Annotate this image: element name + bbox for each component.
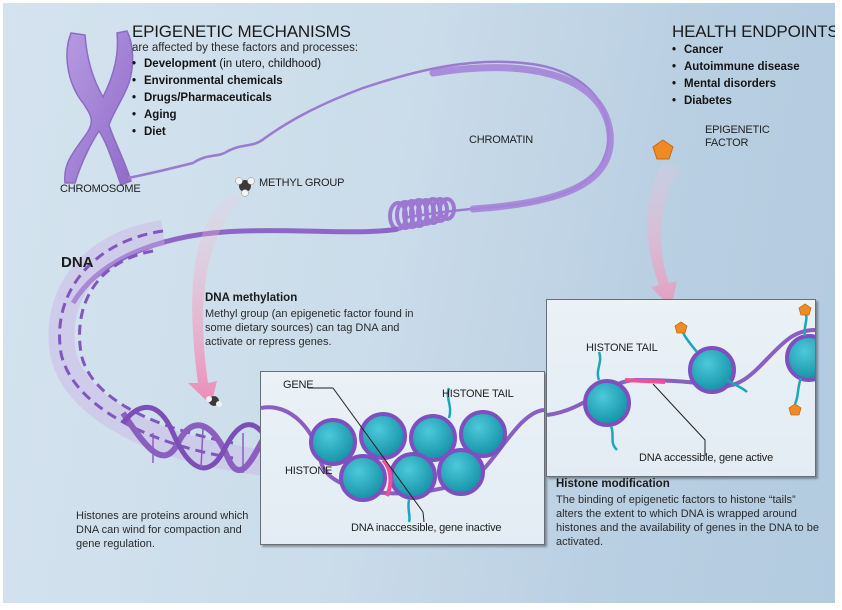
histone-tail-label-right: HISTONE TAIL (586, 342, 658, 354)
dna-label: DNA (61, 254, 94, 271)
methyl-group-on-dna-icon (206, 396, 222, 407)
epigenetic-factor-label-1: EPIGENETIC (705, 124, 770, 136)
histone-modification-text: The binding of epigenetic factors to his… (556, 494, 819, 548)
chromatin-label: CHROMATIN (469, 134, 533, 146)
nucleosome-chain (546, 303, 833, 456)
gene-active-label: DNA accessible, gene active (639, 452, 774, 464)
epigenetic-factor-label-2: FACTOR (705, 137, 749, 149)
mechanisms-subtitle: are affected by these factors and proces… (132, 42, 359, 54)
epigenetic-factor-arrow (647, 163, 681, 308)
gene-inactive-label: DNA inaccessible, gene inactive (351, 522, 502, 534)
chromosome-label: CHROMOSOME (60, 183, 141, 195)
gene-segment (381, 458, 393, 497)
endpoint-item: Autoimmune disease (672, 59, 800, 76)
chromosome-illustration (64, 30, 134, 186)
epigenetic-factor-markers (674, 303, 812, 416)
methylation-text: Methyl group (an epigenetic factor found… (205, 308, 414, 348)
histone-label: HISTONE (285, 465, 333, 477)
methylation-title: DNA methylation (205, 292, 298, 304)
epigenetic-factor-icon (652, 139, 674, 160)
histone-tail-label-left: HISTONE TAIL (442, 388, 514, 400)
chromatin-coil (388, 197, 456, 231)
diagram-canvas: EPIGENETIC MECHANISMS are affected by th… (3, 3, 835, 603)
gene-label: GENE (283, 379, 314, 391)
factor-item: Environmental chemicals (132, 73, 321, 90)
histone-modification-title: Histone modification (556, 478, 670, 490)
health-heading: HEALTH ENDPOINTS (672, 22, 835, 41)
methyl-group-label: METHYL GROUP (259, 177, 345, 189)
endpoint-item: Diabetes (672, 93, 800, 110)
histone-group (309, 410, 507, 502)
endpoint-item: Mental disorders (672, 76, 800, 93)
histones-note: Histones are proteins around which DNA c… (76, 510, 249, 550)
factor-item: Development (in utero, childhood) (132, 56, 321, 73)
endpoints-list: Cancer Autoimmune disease Mental disorde… (672, 42, 800, 110)
methyl-group-icon (235, 177, 255, 197)
gene-segment (624, 378, 666, 384)
panel-gene-inactive (260, 371, 545, 545)
nucleosome-cluster (260, 387, 545, 523)
mechanisms-heading: EPIGENETIC MECHANISMS (132, 22, 351, 41)
histone-tail (446, 387, 452, 419)
endpoint-item: Cancer (672, 42, 800, 59)
illustration (48, 30, 681, 494)
panel-gene-active (546, 299, 833, 477)
factor-item: Drugs/Pharmaceuticals (132, 90, 321, 107)
factor-item: Aging (132, 107, 321, 124)
factors-list: Development (in utero, childhood) Enviro… (132, 56, 321, 141)
factor-item: Diet (132, 124, 321, 141)
methylation-arrow (188, 193, 243, 405)
